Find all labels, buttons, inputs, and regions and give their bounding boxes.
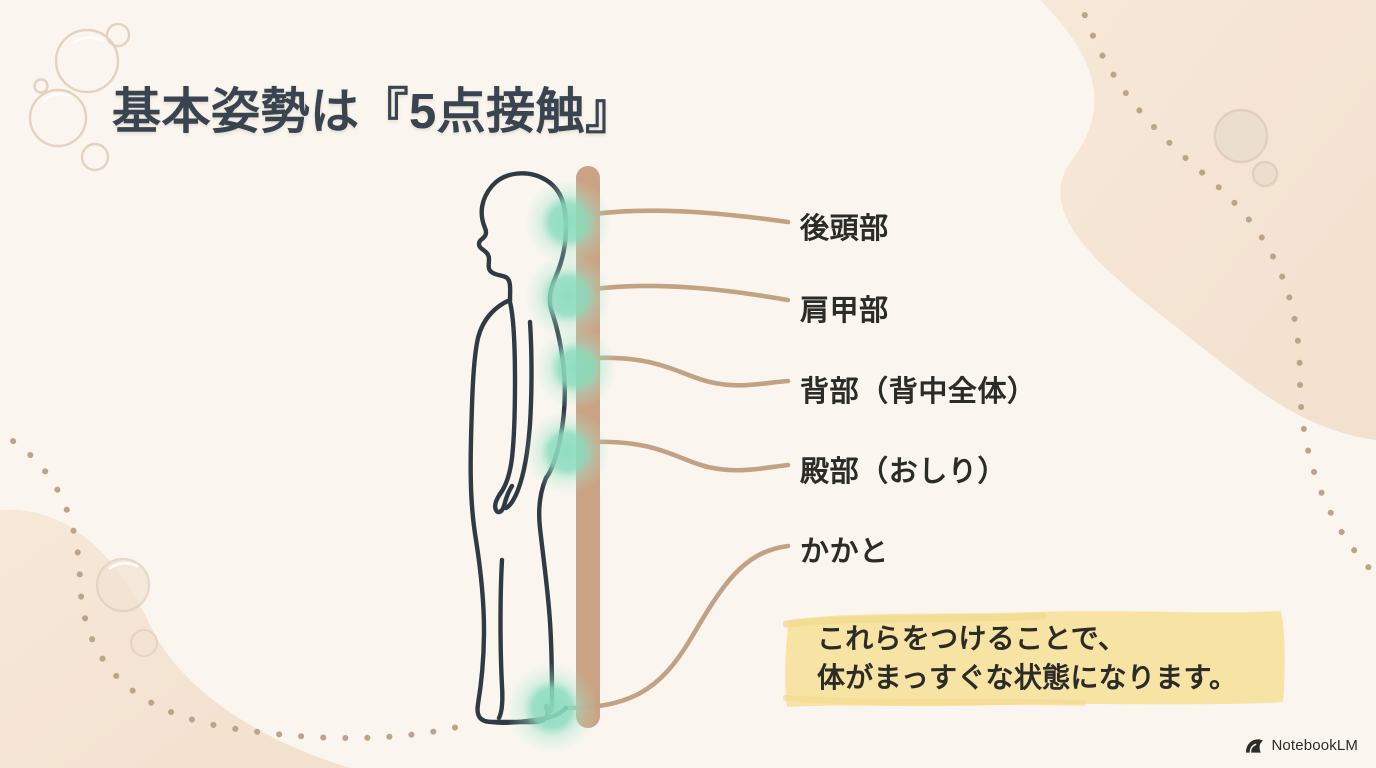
dotted-curve-bottom-left bbox=[0, 429, 473, 742]
contact-label-back: 背部（背中全体） bbox=[800, 376, 1037, 408]
notebooklm-watermark: NotebookLM bbox=[1245, 737, 1358, 754]
bubble-cluster-bottom-left bbox=[95, 557, 159, 658]
note-highlight-shape bbox=[783, 611, 1285, 707]
leader-line-buttocks bbox=[591, 439, 791, 473]
leader-line-heel bbox=[563, 543, 791, 711]
contact-dot-scapula bbox=[524, 252, 612, 340]
contact-dot-back bbox=[534, 326, 618, 410]
dotted-curve-top-right bbox=[1076, 0, 1376, 578]
contact-dot-occiput bbox=[524, 178, 612, 266]
bubble-cluster-top-right bbox=[1213, 108, 1279, 188]
leader-lines bbox=[563, 208, 791, 711]
leader-line-occiput bbox=[591, 208, 791, 225]
blob-top-right bbox=[1040, 0, 1376, 440]
contact-label-buttocks: 殿部（おしり） bbox=[800, 456, 1008, 488]
blob-bottom-left bbox=[0, 509, 350, 768]
contact-label-scapula: 肩甲部 bbox=[800, 295, 889, 327]
contact-label-heel: かかと bbox=[800, 536, 889, 568]
wall-bar bbox=[576, 166, 600, 728]
note-callout: これらをつけることで、 体がまっすぐな状態になります。 bbox=[783, 606, 1288, 710]
human-figure-outline bbox=[468, 171, 569, 725]
note-text: これらをつけることで、 体がまっすぐな状態になります。 bbox=[817, 623, 1238, 693]
watermark-text: NotebookLM bbox=[1271, 737, 1358, 754]
contact-dots bbox=[506, 178, 618, 754]
leader-line-back bbox=[593, 355, 791, 388]
leader-line-scapula bbox=[591, 283, 791, 303]
contact-dot-buttocks bbox=[524, 409, 610, 495]
notebooklm-logo-icon bbox=[1246, 738, 1264, 753]
contact-dot-heel bbox=[506, 662, 598, 754]
contact-label-occiput: 後頭部 bbox=[800, 213, 889, 245]
bubble-highlights-top-left bbox=[42, 36, 104, 102]
page-title: 基本姿勢は『5点接触』 bbox=[112, 85, 635, 139]
